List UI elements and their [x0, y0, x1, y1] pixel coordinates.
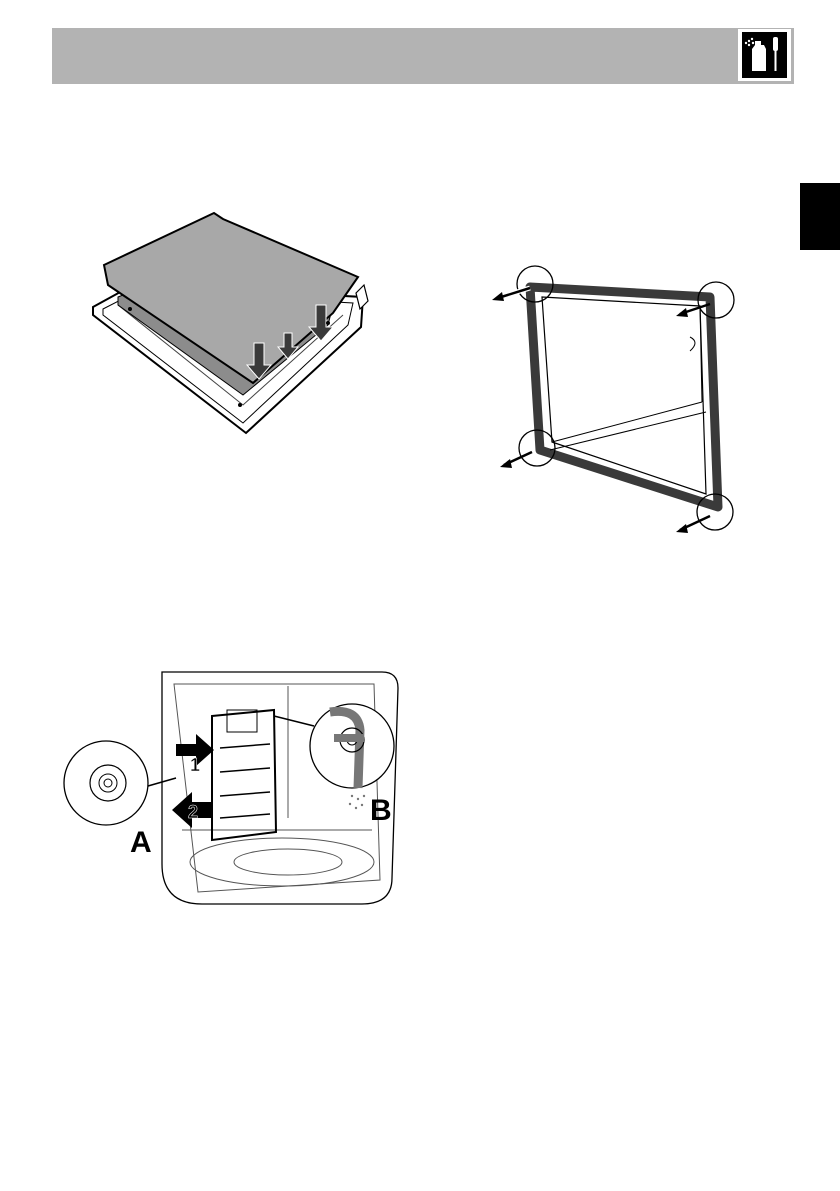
side-rack-removal-figure: 1 2 A B — [62, 668, 402, 906]
step-1-label: 1 — [190, 755, 200, 775]
header-bar — [52, 28, 794, 84]
cleaning-maintenance-icon — [738, 29, 791, 81]
panel-installation-figure — [78, 205, 388, 435]
label-b: B — [370, 794, 392, 827]
seal-removal-figure — [490, 262, 740, 537]
language-tab[interactable] — [800, 183, 840, 250]
step-2-label: 2 — [188, 802, 198, 822]
label-a: A — [130, 826, 152, 859]
